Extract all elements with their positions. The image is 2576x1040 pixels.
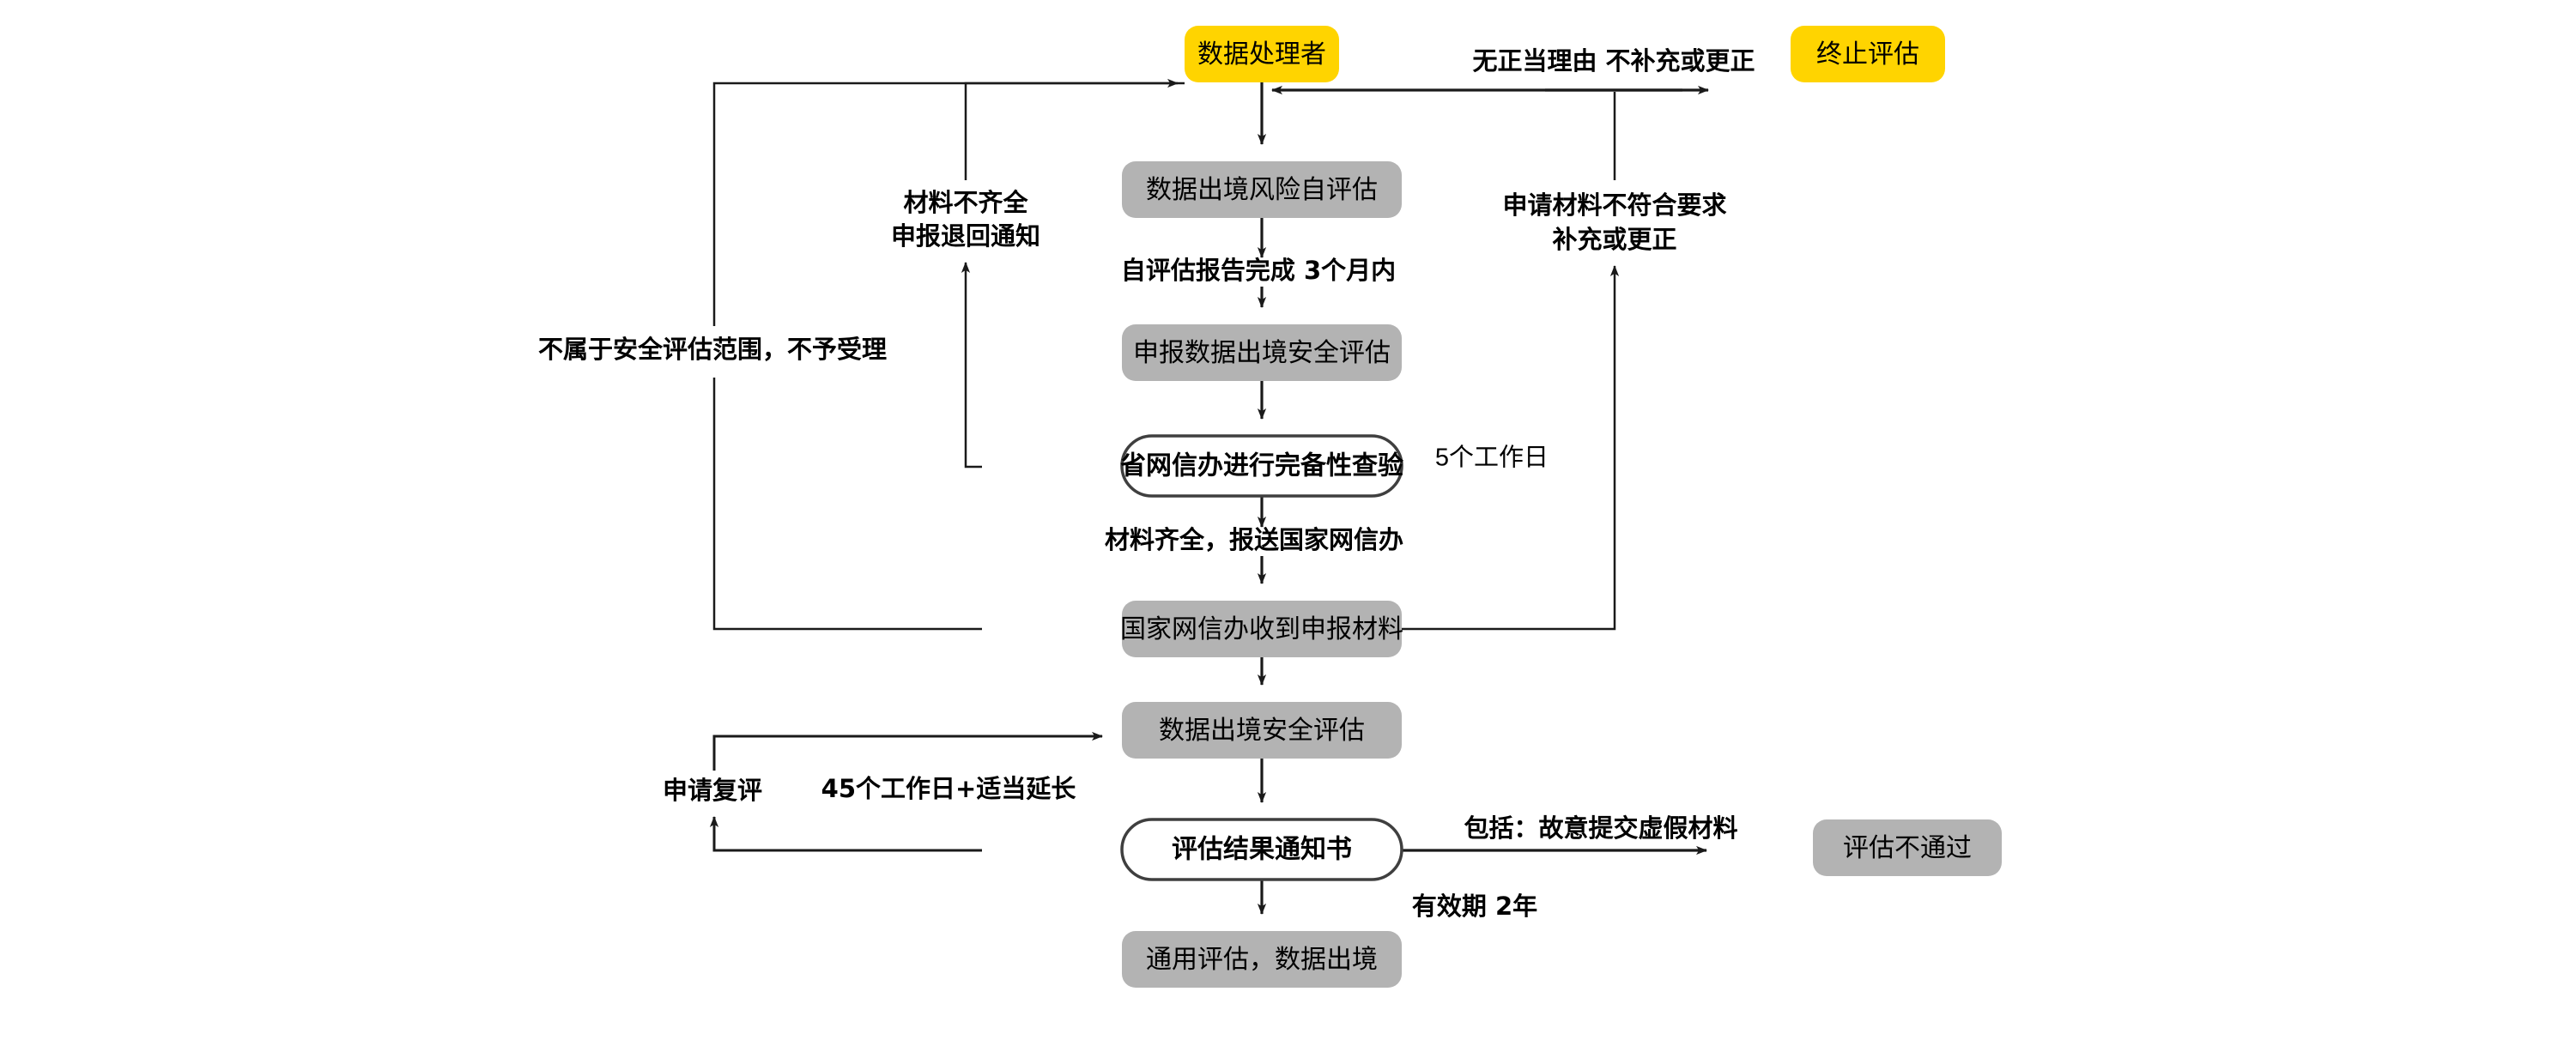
node-general-assessment-pass-label: 通用评估，数据出境 bbox=[1146, 946, 1378, 974]
node-declare-assessment[interactable]: 申报数据出境安全评估 bbox=[1122, 324, 1402, 381]
node-terminate-assessment[interactable]: 终止评估 bbox=[1791, 26, 1945, 82]
edge-result-apply-review-lower bbox=[709, 816, 982, 852]
edge-label-no-justification: 无正当理由 不补充或更正 bbox=[1472, 46, 1755, 76]
edge-label-out-of-scope: 不属于安全评估范围，不予受理 bbox=[538, 335, 887, 364]
connectors bbox=[709, 78, 1709, 915]
node-assessment-failed-label: 评估不通过 bbox=[1843, 834, 1972, 862]
node-assessment-result-notice-label: 评估结果通知书 bbox=[1172, 835, 1352, 865]
node-security-assessment-label: 数据出境安全评估 bbox=[1159, 717, 1365, 745]
edge-national-out-of-scope-upper bbox=[712, 78, 1179, 326]
edge-label-self-report-three-months: 自评估报告完成 3个月内 bbox=[1121, 256, 1396, 285]
node-data-handler-label: 数据处理者 bbox=[1197, 40, 1326, 69]
node-self-risk-assessment-label: 数据出境风险自评估 bbox=[1146, 176, 1378, 204]
edge-result-apply-review-upper bbox=[712, 731, 1103, 771]
node-province-completeness-check[interactable]: 省网信办进行完备性查验 bbox=[1120, 434, 1403, 498]
edge-national-not-compliant-lower bbox=[1402, 265, 1620, 631]
edge-label-five-working-days: 5个工作日 bbox=[1435, 444, 1549, 472]
node-security-assessment[interactable]: 数据出境安全评估 bbox=[1122, 702, 1402, 759]
node-data-handler[interactable]: 数据处理者 bbox=[1185, 26, 1339, 82]
edge-label-includes-false-material: 包括：故意提交虚假材料 bbox=[1464, 813, 1737, 843]
edge-label-materials-incomplete-line2: 申报退回通知 bbox=[891, 221, 1040, 251]
edge-label-apply-review: 申请复评 bbox=[663, 776, 762, 805]
edge-label-application-not-compliant-line2: 补充或更正 bbox=[1552, 225, 1676, 254]
node-general-assessment-pass[interactable]: 通用评估，数据出境 bbox=[1122, 931, 1402, 988]
edge-label-application-not-compliant-line1: 申请材料不符合要求 bbox=[1502, 190, 1726, 220]
edge-label-valid-two-years: 有效期 2年 bbox=[1412, 892, 1537, 921]
edge-labels: 无正当理由 不补充或更正 材料不齐全 申报退回通知 自评估报告完成 3个月内 申… bbox=[538, 46, 1755, 921]
nodes: 数据处理者 终止评估 数据出境风险自评估 申报数据出境安全评估 省网信办进行完备… bbox=[1120, 26, 2002, 988]
edge-label-materials-incomplete-line1: 材料不齐全 bbox=[903, 188, 1028, 217]
edge-province-return-handler bbox=[961, 262, 982, 469]
edge-label-45-working-days-extension: 45个工作日+适当延长 bbox=[821, 774, 1077, 803]
node-declare-assessment-label: 申报数据出境安全评估 bbox=[1133, 339, 1391, 367]
node-terminate-assessment-label: 终止评估 bbox=[1816, 40, 1919, 69]
node-national-received-materials-label: 国家网信办收到申报材料 bbox=[1120, 615, 1403, 644]
node-national-received-materials[interactable]: 国家网信办收到申报材料 bbox=[1120, 601, 1403, 657]
node-assessment-failed[interactable]: 评估不通过 bbox=[1813, 819, 2002, 876]
node-assessment-result-notice[interactable]: 评估结果通知书 bbox=[1120, 818, 1403, 881]
node-self-risk-assessment[interactable]: 数据出境风险自评估 bbox=[1122, 161, 1402, 218]
node-province-completeness-check-label: 省网信办进行完备性查验 bbox=[1120, 451, 1403, 481]
edge-national-out-of-scope-lower bbox=[712, 378, 982, 631]
edge-label-materials-complete-send: 材料齐全，报送国家网信办 bbox=[1105, 525, 1403, 554]
